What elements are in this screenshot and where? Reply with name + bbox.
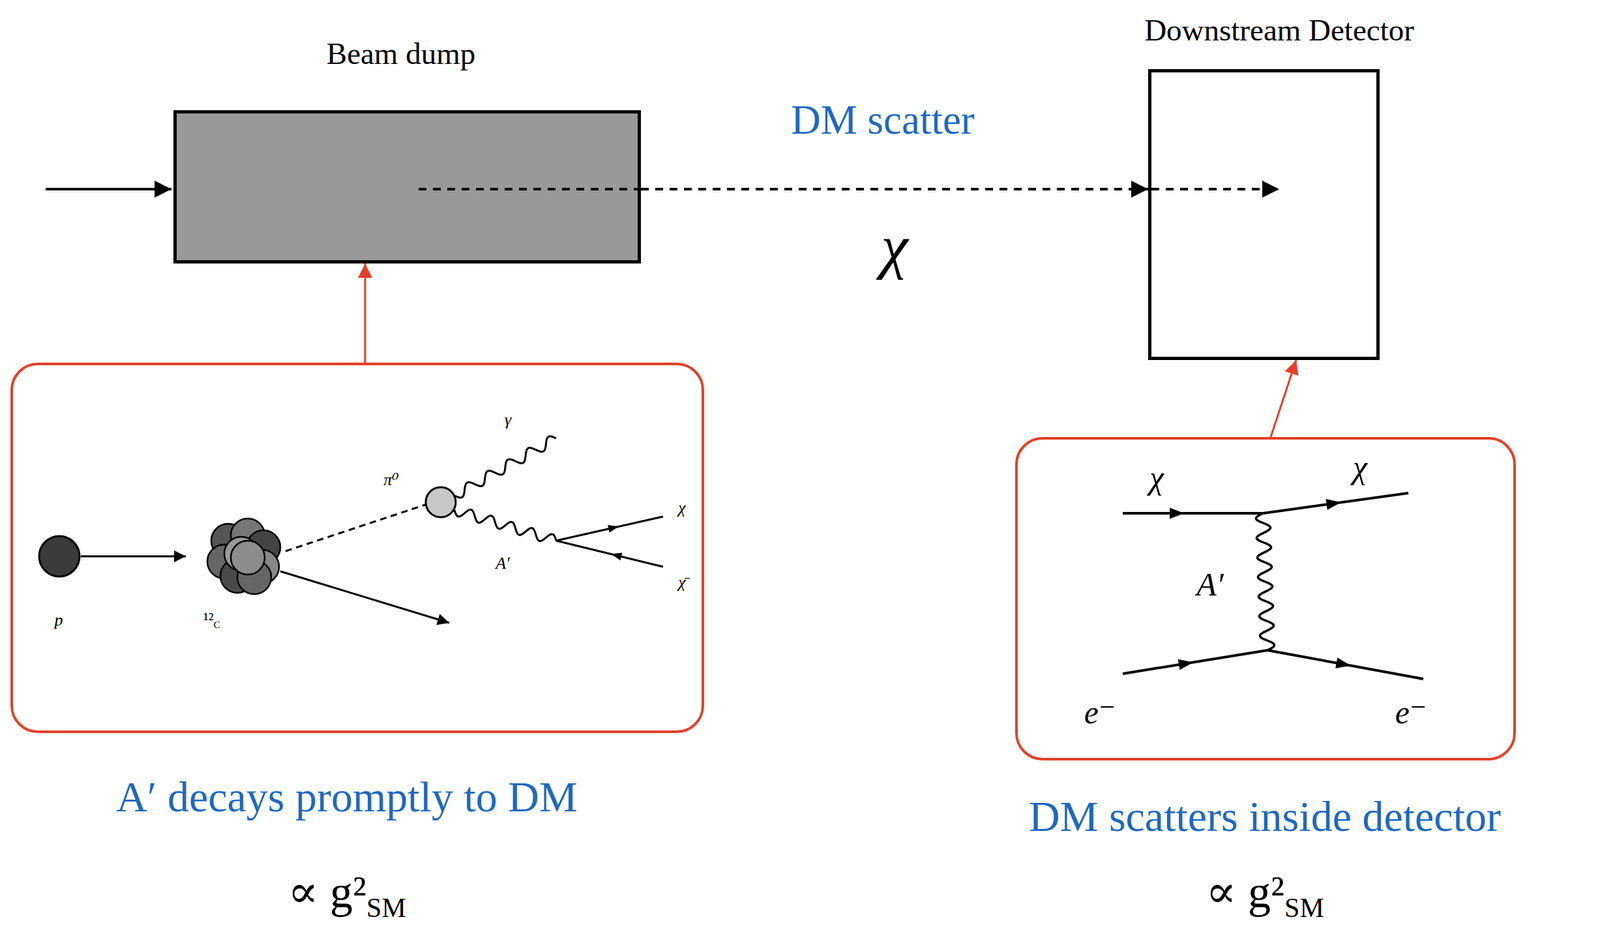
- chi-line: [1262, 492, 1409, 514]
- particle-label: χ: [1149, 459, 1164, 496]
- dm-trajectory: [418, 187, 641, 191]
- caption-label: DM scatters inside detector: [1028, 792, 1501, 841]
- callout-arrow: [364, 263, 367, 363]
- fermion-arrow: [610, 550, 623, 561]
- propagator-line: [1255, 513, 1275, 651]
- electron-line: [1267, 650, 1424, 679]
- fermion-arrow: [1325, 496, 1342, 510]
- production-inset: p ¹²C π⁰ γA′ χ χ̄: [10, 362, 705, 733]
- detector-box: Downstream Detector: [1148, 69, 1380, 360]
- photon-line: [454, 436, 557, 498]
- dm-trajectory: [640, 187, 1149, 191]
- process-label: DM scatter: [790, 97, 975, 143]
- electron-line: [1122, 650, 1268, 674]
- proton-line: [80, 555, 186, 558]
- fermion-arrow: [607, 522, 620, 533]
- callout-arrow: [1270, 359, 1297, 437]
- outgoing-line: [280, 571, 450, 623]
- chi-line: [1122, 511, 1263, 515]
- chi-line: [556, 516, 664, 541]
- beam-arrow: [45, 187, 172, 191]
- particle-label: χ: [1352, 449, 1368, 486]
- dark-photon-line: [454, 509, 557, 541]
- pion-line: [285, 503, 428, 551]
- edge-label: χ: [880, 212, 908, 280]
- box-heading: Downstream Detector: [1144, 13, 1415, 48]
- particle-label: p: [54, 610, 64, 630]
- particle-label: ¹²C: [203, 610, 221, 631]
- particle-label: χ̄: [678, 573, 686, 593]
- particle-label: e⁻: [1084, 694, 1117, 731]
- particle-label: γ: [504, 410, 512, 430]
- particle-label: π⁰: [383, 470, 399, 490]
- fermion-arrow: [1169, 507, 1185, 519]
- pion: [425, 487, 456, 518]
- proton: [39, 535, 80, 577]
- particle-label: e⁻: [1395, 694, 1428, 731]
- scattering-inset: χ χA′ e⁻ e⁻: [1015, 436, 1516, 761]
- beam-dump-box: Beam dump: [173, 110, 641, 264]
- dm-trajectory: [1151, 187, 1280, 191]
- box-heading: Beam dump: [326, 37, 476, 72]
- particle-label: A′: [1196, 566, 1224, 603]
- fermion-arrow: [1178, 656, 1195, 670]
- particle-label: A′: [495, 554, 510, 574]
- nucleon: [230, 540, 265, 575]
- chibar-line: [556, 540, 664, 567]
- coupling-label: ∝ g²SM: [1205, 866, 1325, 923]
- coupling-label: ∝ g²SM: [287, 866, 407, 923]
- caption-label: A′ decays promptly to DM: [116, 773, 578, 821]
- fermion-arrow: [1335, 657, 1352, 671]
- particle-label: χ: [678, 498, 686, 518]
- beam-dump-fill: [173, 110, 641, 264]
